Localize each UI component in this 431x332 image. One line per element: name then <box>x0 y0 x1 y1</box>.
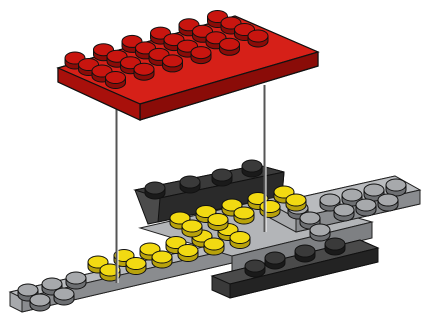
yellow-stud <box>126 258 146 275</box>
gray-stud <box>356 199 376 216</box>
yellow-stud <box>152 251 172 268</box>
red-stud <box>163 55 183 72</box>
yellow-stud <box>204 238 224 255</box>
black-stud <box>245 260 265 277</box>
black-stud <box>242 160 262 177</box>
red-stud <box>220 38 240 55</box>
gray-stud <box>386 179 406 196</box>
red-stud <box>134 63 154 80</box>
black-stud <box>265 252 285 269</box>
black-stud <box>295 245 315 262</box>
gray-stud <box>310 224 330 241</box>
yellow-stud <box>230 232 250 249</box>
yellow-stud <box>208 214 228 231</box>
yellow-stud <box>182 220 202 237</box>
black-stud <box>212 169 232 186</box>
black-stud <box>180 176 200 193</box>
gray-base-assembly <box>10 160 420 312</box>
yellow-stud <box>260 201 280 218</box>
yellow-stud <box>178 245 198 262</box>
red-stud <box>191 47 211 64</box>
gray-stud <box>334 204 354 221</box>
yellow-stud <box>234 207 254 224</box>
gray-stud <box>54 288 74 305</box>
gray-stud <box>30 294 50 311</box>
black-stud <box>145 182 165 199</box>
red-stud <box>106 72 126 89</box>
red-plate-6x4 <box>58 11 318 121</box>
red-stud <box>248 30 268 47</box>
gray-stud <box>66 272 86 289</box>
black-stud <box>325 238 345 255</box>
yellow-stud <box>286 194 306 211</box>
gray-stud <box>378 194 398 211</box>
